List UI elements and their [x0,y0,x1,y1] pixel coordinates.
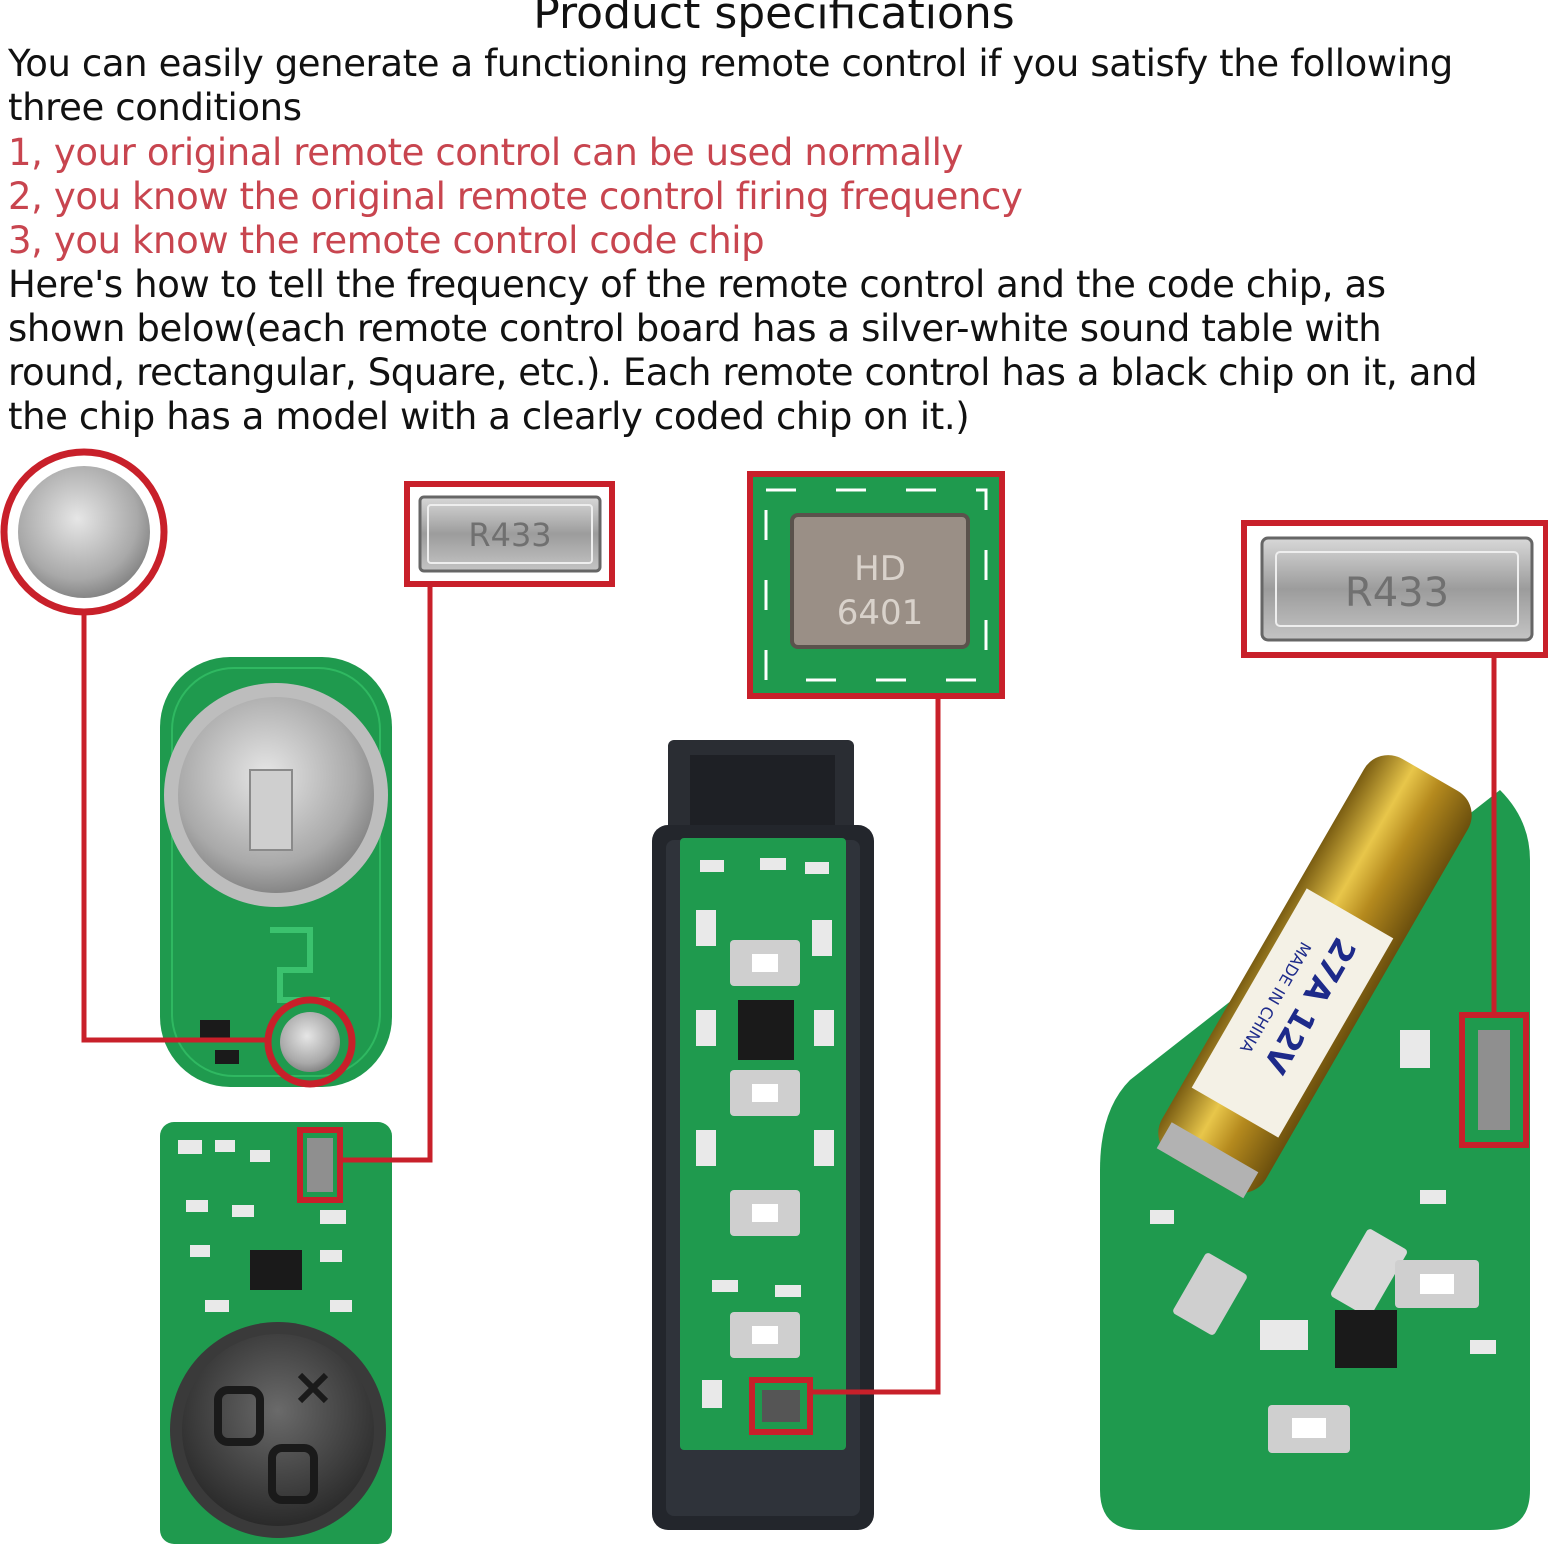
right-resonator-callout: R433 [1241,520,1548,1015]
intro-line-2: three conditions [8,86,302,129]
condition-1: 1, your original remote control can be u… [8,131,963,174]
right-remote-pcb: 27A 12V MADE IN CHINA [1100,755,1530,1530]
explanation-line-3: round, rectangular, Square, etc.). Each … [8,351,1478,394]
explanation-line-4: the chip has a model with a clearly code… [8,395,970,438]
intro-line-1: You can easily generate a functioning re… [8,42,1453,85]
explanation-line-2: shown below(each remote control board ha… [8,307,1382,350]
left-remote-pcb-bottom [160,1122,392,1544]
condition-2: 2, you know the original remote control … [8,175,1023,218]
left-resonator-callout: R433 [340,481,615,1163]
page-title: Product specifications [533,0,1015,39]
condition-3: 3, you know the remote control code chip [8,219,765,262]
code-chip-line-1: HD [854,549,906,589]
middle-code-chip-callout: HD 6401 [747,471,1005,1395]
middle-remote-case [652,740,874,1530]
left-resonator-label: R433 [468,516,551,554]
left-remote-pcb-top [160,657,392,1088]
explanation-line-1: Here's how to tell the frequency of the … [8,263,1386,306]
right-resonator-label: R433 [1345,570,1449,616]
code-chip-line-2: 6401 [837,593,924,633]
left-coin-cell-callout [0,448,270,1043]
